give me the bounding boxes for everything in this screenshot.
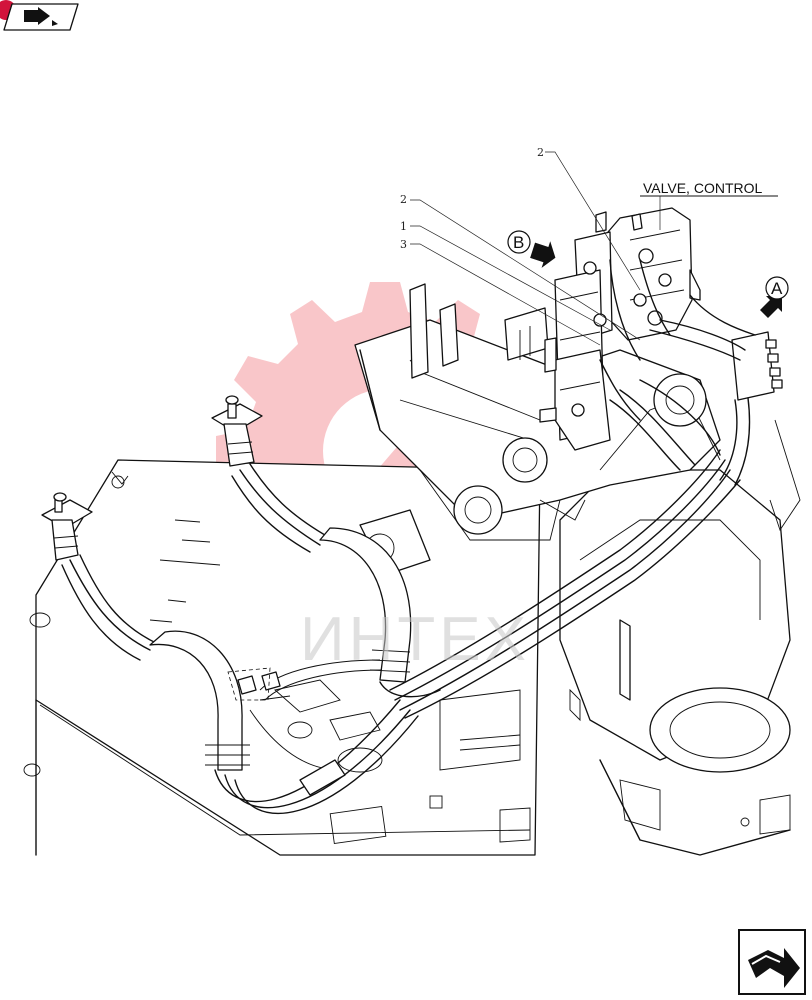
next-page-button[interactable] <box>738 929 806 995</box>
callout-2-upper: 2 <box>537 146 544 159</box>
arrow-tail-icon <box>52 20 58 26</box>
valve-control-label: VALVE, CONTROL <box>643 180 763 196</box>
callout-1: 1 <box>400 220 407 233</box>
arrow-a-icon <box>760 296 782 318</box>
view-marker-b: B <box>513 233 524 252</box>
marker-a-circle <box>765 276 789 300</box>
arrow-right-icon <box>24 7 50 25</box>
watermark-text: ИНТЕХ <box>300 605 530 674</box>
joystick-right <box>211 395 263 467</box>
support-beam <box>354 283 721 576</box>
pilot-block-a <box>731 331 783 401</box>
callout-3: 3 <box>400 238 407 251</box>
top-nav-button[interactable] <box>0 0 79 31</box>
arrow-b-icon <box>530 241 556 268</box>
view-marker-a: A <box>771 279 783 298</box>
control-valve-block <box>539 207 701 451</box>
next-page-icon-highlight <box>751 954 781 965</box>
callout-2-lower: 2 <box>400 193 407 206</box>
leader-lines <box>410 151 778 346</box>
hydraulic-hoses <box>61 259 756 814</box>
joystick-left <box>41 492 93 561</box>
marker-b-circle <box>507 230 531 254</box>
